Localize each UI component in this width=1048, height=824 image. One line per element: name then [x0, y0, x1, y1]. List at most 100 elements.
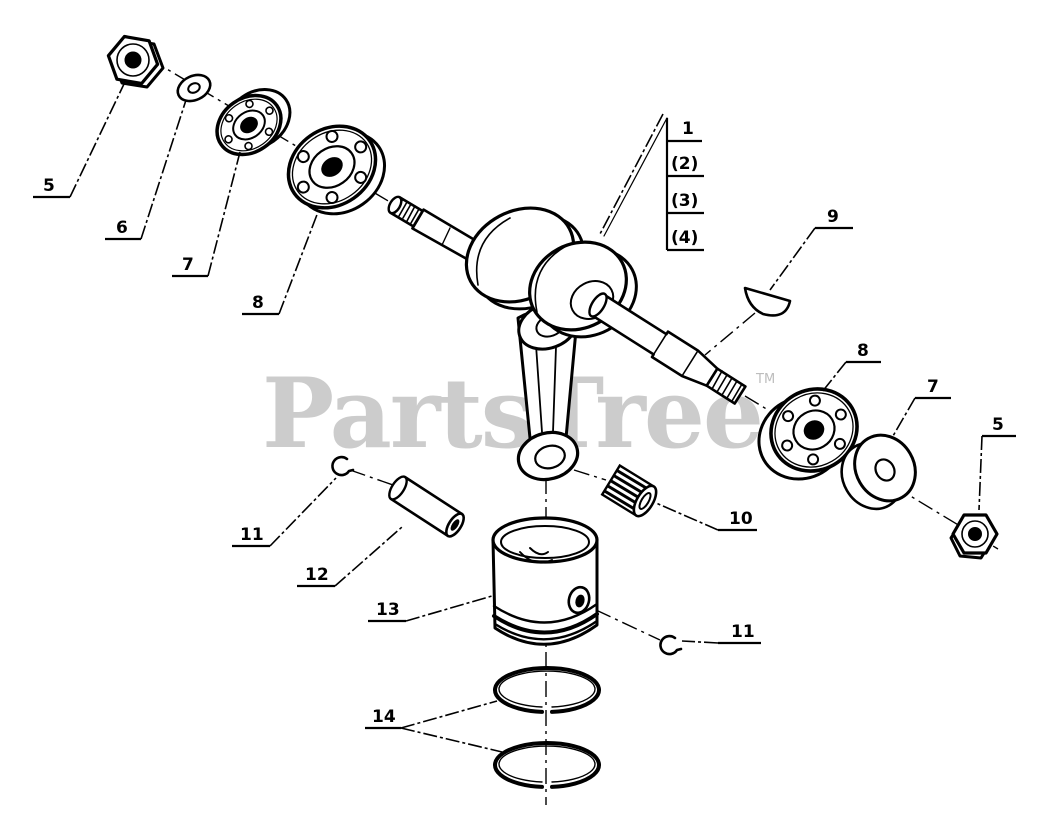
washer-left-outer [176, 73, 212, 103]
callout-label: 9 [827, 207, 839, 227]
callout-label: 8 [252, 293, 264, 313]
needle-bearing-bore [638, 492, 652, 510]
needle-bearing [600, 463, 658, 518]
bearing-small-left-ball [224, 135, 233, 144]
pin-axis-right [595, 609, 661, 641]
callout-woodruff-key: 9 [769, 207, 853, 291]
bearing-large-left-ball [296, 180, 310, 194]
bearing-right-ball [833, 437, 846, 450]
connecting-rod-rib [535, 344, 543, 433]
bearing-small-left-outer-race [220, 98, 278, 152]
callout-washer-right: 7 [892, 377, 951, 437]
piston [491, 516, 599, 646]
callout-bearing-large-left: 8 [242, 211, 319, 316]
piston-rings [493, 666, 601, 789]
piston-ring-upper [493, 666, 601, 714]
connecting-rod-rib [552, 346, 557, 433]
piston-top-rim [491, 516, 599, 564]
callout-circlip-left: 11 [232, 477, 337, 548]
callout-needle-bearing: 10 [655, 502, 757, 532]
piston-inner-wall [500, 525, 590, 559]
pin-axis-left [349, 469, 394, 486]
washer-right-hole [874, 458, 896, 482]
bearing-large-left-ball [325, 191, 339, 205]
bearing-small-left-bore [240, 116, 258, 134]
callout-bearing-small-left: 7 [172, 151, 241, 278]
callout-label: 11 [731, 622, 755, 642]
connecting-rod-small-end [516, 430, 580, 482]
bearing-large-left-outer-race [291, 129, 373, 205]
needle-bearing-axis [573, 469, 607, 481]
bearing-small-left-ball [245, 99, 254, 109]
crankshaft-right-step [681, 349, 699, 377]
bearing-small-left-ball [224, 113, 234, 123]
bearing-small-left-ball [244, 141, 253, 151]
callout-nut-right: 5 [978, 415, 1016, 511]
washer-right-face [853, 433, 917, 503]
callout-piston-rings: 14 [365, 700, 503, 753]
bearing-small-left-ball [265, 106, 274, 115]
piston-pin [388, 475, 465, 538]
piston-pin-bore [450, 519, 460, 531]
connecting-rod-small-end-bore [534, 444, 566, 470]
callout-label: 13 [376, 600, 400, 620]
crank-web-left-edge [475, 217, 511, 286]
piston-ring-lower [493, 741, 601, 789]
callout-label: 1 [682, 119, 694, 139]
callout-label: 5 [992, 415, 1004, 435]
callout-label: 11 [240, 525, 264, 545]
callout-label: 6 [116, 218, 128, 238]
callout-label: 14 [372, 707, 396, 727]
bearing-large-left-ball [296, 150, 310, 164]
bearing-small-left-ball [264, 127, 274, 137]
piston-ring-upper-inner [498, 670, 596, 708]
crankshaft-left-end [387, 195, 403, 215]
bearing-small-left [215, 88, 292, 157]
bearing-right-ball [808, 394, 821, 407]
callouts: 5 6 7 8 1 (2) (3) (4) [33, 83, 1016, 753]
piston-ring-lower-inner [498, 745, 596, 783]
nut-left-chamfer [116, 43, 150, 77]
key-axis [704, 312, 756, 356]
callout-label: 7 [182, 255, 194, 275]
woodruff-key [743, 286, 792, 317]
bearing-large-left-ball [325, 129, 339, 143]
crankshaft-right-thread-lines [711, 370, 743, 402]
piston-pin-far-end [388, 475, 408, 501]
callout-circlip-right: 11 [681, 622, 761, 645]
connecting-rod [516, 301, 580, 482]
nut-right-hole [968, 527, 982, 541]
crankshaft-right-step [651, 330, 669, 358]
nut-right [949, 513, 999, 560]
bearing-large-left-ball [354, 140, 368, 154]
bearing-right-ball [834, 408, 847, 421]
watermark-trademark: TM [755, 372, 775, 387]
callout-label: 10 [729, 509, 753, 529]
callout-label: 5 [43, 176, 55, 196]
circlip-right [659, 634, 683, 656]
bearing-right-ball [782, 410, 795, 423]
crankshaft-assembly [387, 195, 747, 482]
piston-interior [519, 547, 553, 564]
nut-left [106, 34, 165, 89]
bearing-large-left [286, 124, 387, 216]
callout-label: (3) [671, 191, 698, 211]
callout-crankshaft-assembly: 1 (2) (3) (4) [599, 113, 704, 252]
crankshaft-right-root [588, 292, 608, 318]
crankshaft-left-step [441, 227, 451, 246]
callout-label: 7 [927, 377, 939, 397]
bearing-right-ball [807, 453, 820, 466]
callout-washer-left: 6 [105, 99, 187, 241]
nut-left-hole [124, 51, 142, 69]
callout-bearing-right: 8 [821, 341, 881, 393]
callout-label: 12 [305, 565, 329, 585]
circlip-left [331, 455, 355, 477]
washer-left [176, 73, 212, 103]
callout-nut-left: 5 [33, 83, 125, 199]
bearing-large-left-ball [354, 170, 368, 184]
washer-right [840, 433, 917, 511]
bearing-large-left-bore [321, 157, 343, 177]
piston-ring-groove [492, 612, 599, 635]
callout-label: (2) [671, 154, 698, 174]
